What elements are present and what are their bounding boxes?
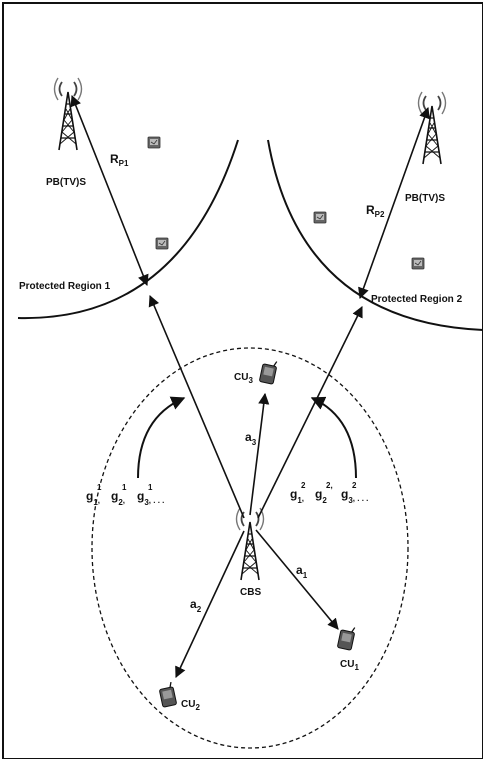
cu3-phone-icon <box>258 358 279 385</box>
a1-label: a1 <box>296 563 308 580</box>
gain-superscript: 2 <box>301 481 306 490</box>
pbts-right-label: PB(TV)S <box>405 193 445 204</box>
a1-link-arrow <box>255 529 339 630</box>
a3-label: a3 <box>245 430 257 447</box>
cu2-phone-icon <box>157 681 178 708</box>
pbts-left-label: PB(TV)S <box>46 177 86 188</box>
gain-term: g1, <box>86 489 100 507</box>
protected-region-2-label: Protected Region 2 <box>371 294 463 305</box>
gain-term: g3, . . . <box>137 489 164 507</box>
cu1-label: CU1 <box>340 659 359 672</box>
gain-sequence-left: g1, 1 g2, 1 g3, . . . 1 <box>86 483 164 507</box>
gain-term: g2, <box>111 489 125 507</box>
gain-superscript: 1 <box>148 483 153 492</box>
a2-label: a2 <box>190 597 202 614</box>
primary-user-icon <box>155 237 169 250</box>
a3-link-arrow <box>249 392 270 516</box>
gain-superscript: 1 <box>97 483 102 492</box>
cbs-to-region2-arrow <box>257 305 363 519</box>
protected-region-1-boundary <box>17 139 239 320</box>
rp2-label: RP2 <box>366 203 385 219</box>
gain-sequence-right: g1, 2 g2 2, g3, . . . 2 <box>290 481 368 505</box>
cu2-label: CU2 <box>181 699 200 712</box>
cbs-to-region1-arrow <box>148 294 245 519</box>
rp2-link-arrow <box>358 106 430 300</box>
gain-superscript: 1 <box>122 483 127 492</box>
cu3-label: CU3 <box>234 372 253 385</box>
pbts-right-tower-icon <box>417 91 447 165</box>
cu1-phone-icon <box>336 624 357 651</box>
a2-link-arrow <box>175 530 245 679</box>
cbs-tower-icon <box>235 507 265 581</box>
protected-region-2-boundary <box>267 139 483 331</box>
primary-user-icon <box>313 211 327 224</box>
gain-term: g2 <box>315 487 327 505</box>
gain-superscript: 2, <box>326 481 333 490</box>
gain-right-curved-arrow <box>310 396 357 479</box>
cbs-label: CBS <box>240 587 261 598</box>
protected-region-1-label: Protected Region 1 <box>19 281 111 292</box>
rp1-label: RP1 <box>110 152 129 168</box>
pbts-left-tower-icon <box>53 77 83 151</box>
primary-user-icon <box>411 257 425 270</box>
primary-user-icon <box>147 136 161 149</box>
gain-term: g3, . . . <box>341 487 368 505</box>
gain-term: g1, <box>290 487 304 505</box>
secondary-network-boundary <box>91 347 409 749</box>
gain-superscript: 2 <box>352 481 357 490</box>
rp1-link-arrow <box>70 94 149 287</box>
gain-left-curved-arrow <box>137 396 186 479</box>
